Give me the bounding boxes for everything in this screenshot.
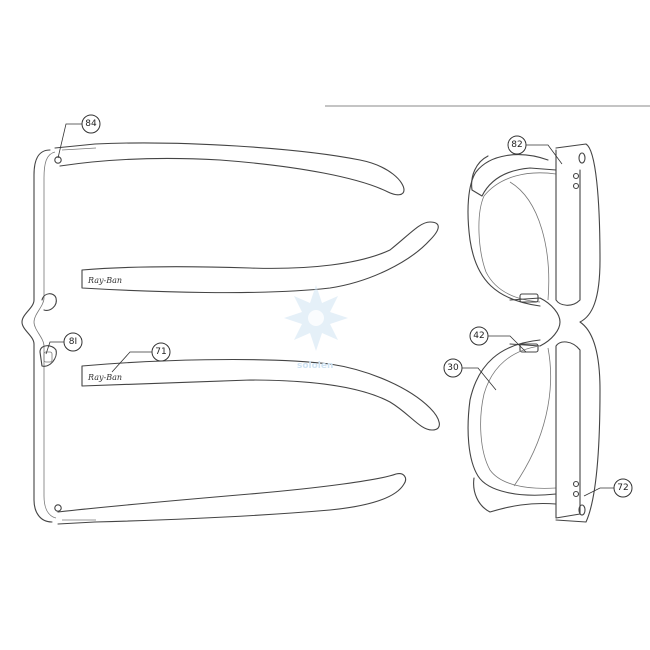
callout-84: 84: [81, 114, 101, 134]
upper-nose-pad: [41, 293, 57, 311]
front-frame-inner: [33, 151, 57, 519]
upper-temple-hinge-line: [61, 147, 97, 151]
side-view: Ray-Ban Ray-Ban: [21, 142, 440, 525]
upper-rivet: [578, 152, 586, 164]
upper-endpiece-screw-1: [572, 172, 580, 180]
lower-rivet: [578, 504, 586, 516]
callout-30: 30: [443, 358, 463, 378]
callout-84-label: 84: [85, 119, 97, 129]
upper-endpiece: [555, 149, 581, 306]
callout-72-label: 72: [617, 483, 628, 493]
lower-nose-pad-inner: [43, 351, 53, 363]
leader-71: [111, 351, 152, 373]
lower-hinge-screw: [54, 504, 62, 512]
callout-82: 82: [507, 135, 527, 155]
lower-temple-logo: Ray-Ban: [87, 373, 122, 382]
callout-71: 71: [151, 342, 171, 362]
lower-endpiece-screw-1: [572, 480, 580, 488]
lower-lens-crease: [513, 347, 552, 487]
front-view: [467, 143, 601, 523]
callout-42: 42: [469, 326, 489, 346]
lower-browline: [473, 477, 557, 513]
callout-81-label: 8I: [69, 337, 77, 347]
lower-temple-tip: [81, 358, 440, 431]
upper-nose-pad-front: [519, 293, 539, 303]
watermark: sololen: [284, 285, 348, 371]
leader-81: [45, 341, 64, 355]
watermark-text: sololen: [297, 361, 333, 371]
callout-71-label: 71: [155, 347, 166, 357]
front-frame-edge: [555, 143, 601, 523]
lower-lens-inner: [480, 345, 557, 489]
front-frame-outer: [21, 149, 53, 523]
upper-temple-tip: [81, 221, 439, 294]
lower-endpiece: [555, 341, 581, 519]
upper-temple-logo: Ray-Ban: [87, 276, 122, 285]
lower-endpiece-screw-2: [572, 490, 580, 498]
watermark-sun-icon: [308, 310, 324, 326]
upper-temple: [54, 142, 405, 196]
upper-browline: [471, 155, 557, 197]
lower-nose-pad: [39, 345, 57, 367]
leader-84: [57, 123, 82, 159]
callout-72: 72: [613, 478, 633, 498]
callout-leaders: [45, 123, 614, 497]
lower-nose-pad-front: [519, 343, 539, 353]
lower-lens-rim: [467, 339, 557, 496]
bridge: [509, 297, 561, 347]
callout-81: 8I: [63, 332, 83, 352]
leader-30: [462, 367, 497, 391]
upper-endpiece-screw-2: [572, 182, 580, 190]
lower-temple: [57, 473, 407, 525]
upper-lens-inner: [478, 172, 557, 303]
leader-42: [488, 335, 527, 353]
upper-lens-crease: [509, 181, 550, 301]
callout-42-label: 42: [473, 331, 484, 341]
callout-82-label: 82: [511, 140, 522, 150]
upper-lens-rim: [467, 154, 549, 307]
leader-72: [583, 487, 614, 497]
callout-30-label: 30: [447, 363, 459, 373]
leader-82: [526, 144, 563, 165]
